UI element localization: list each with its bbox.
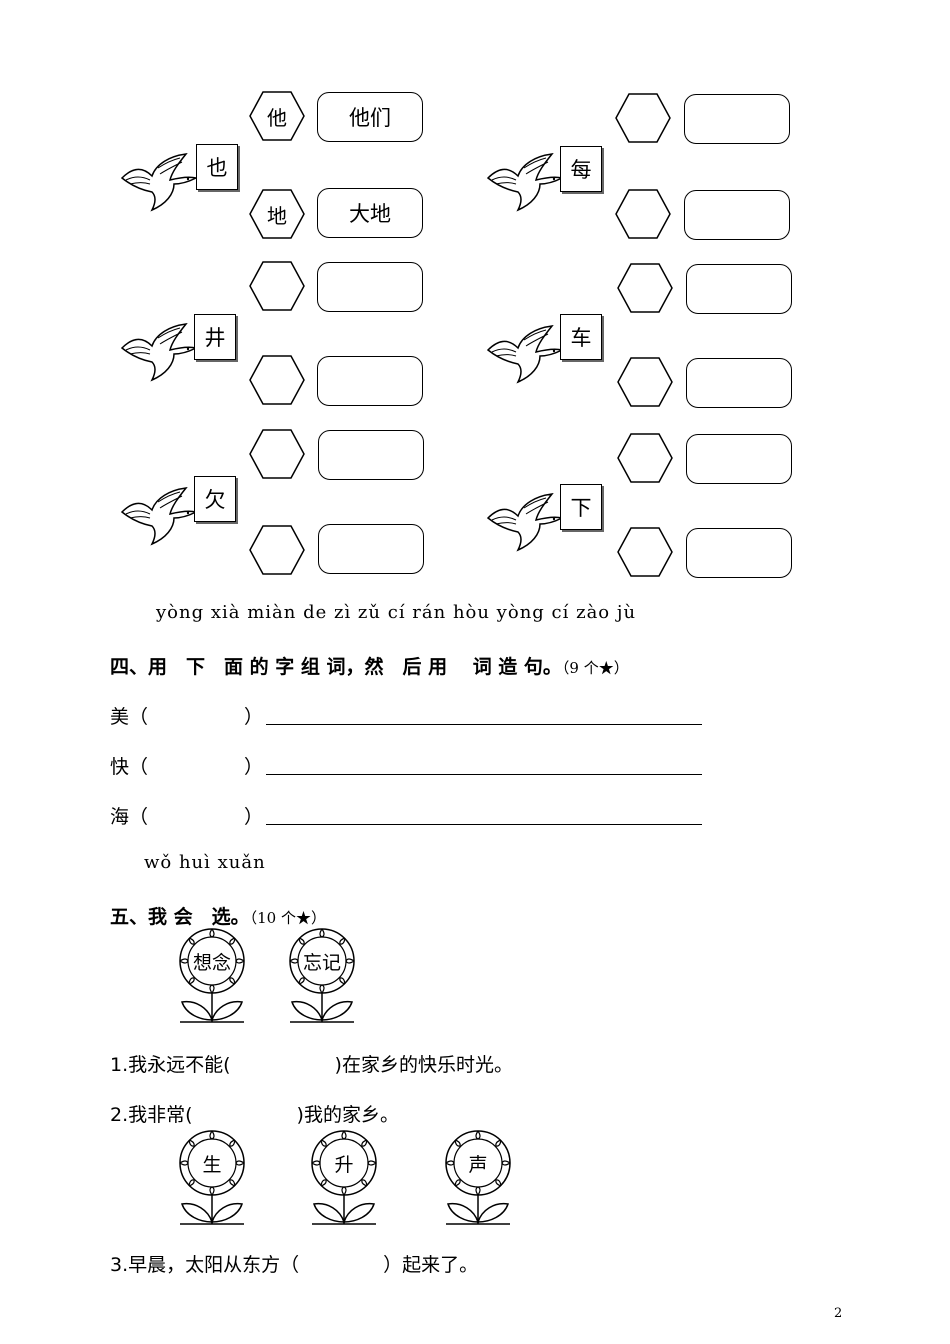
dove-icon (487, 153, 563, 211)
word-box-bottom[interactable] (686, 358, 792, 408)
section4-title: 四、用 下 面 的 字 组 词，然 后 用 词 造 句。（9 个★） (110, 652, 629, 679)
hex-char-label (248, 524, 306, 576)
paren-close: ） (244, 706, 264, 728)
word-label: 海（ (110, 806, 149, 828)
answer-line[interactable] (266, 724, 702, 725)
hex-char-top[interactable] (248, 428, 306, 480)
word-box-top[interactable] (686, 434, 792, 484)
flower-word: 声 (468, 1153, 488, 1176)
root-char-box: 欠 (194, 476, 236, 522)
hex-char-label: 地 (267, 203, 287, 228)
question-3: 3.早晨，太阳从东方（ ）起来了。 (110, 1250, 478, 1277)
question-1-after: )在家乡的快乐时光。 (334, 1054, 513, 1076)
hex-char-label (248, 428, 306, 480)
hex-char-bottom[interactable] (248, 354, 306, 406)
question-1-before: 1.我永远不能( (110, 1054, 231, 1076)
section4-note: （9 个★） (561, 659, 629, 677)
flower-word: 升 (334, 1153, 354, 1176)
hex-char-label (616, 356, 674, 408)
answer-line[interactable] (266, 774, 702, 775)
word-box-top[interactable] (317, 262, 423, 312)
paren-close: ） (244, 756, 264, 778)
hex-char-label (248, 260, 306, 312)
word-box-bottom[interactable] (684, 190, 790, 240)
hex-char-label (248, 354, 306, 406)
hex-char-label: 他 (267, 105, 287, 130)
hex-char-top[interactable] (248, 260, 306, 312)
section5-note: （10 个★） (249, 909, 326, 927)
hex-char-label (616, 432, 674, 484)
root-char-box: 也 (196, 144, 238, 190)
question-1: 1.我永远不能( )在家乡的快乐时光。 (110, 1050, 513, 1077)
question-3-before: 3.早晨，太阳从东方（ (110, 1254, 300, 1276)
word-box-top[interactable] (318, 430, 424, 480)
hex-char-label (616, 262, 674, 314)
word-box-bottom[interactable] (686, 528, 792, 578)
word-box-bottom[interactable]: 大地 (317, 188, 423, 238)
root-char-box: 下 (560, 484, 602, 530)
section4-title-text: 四、用 下 面 的 字 组 词，然 后 用 词 造 句。 (110, 656, 562, 678)
page-number: 2 (834, 1306, 843, 1321)
root-char-box: 每 (560, 146, 602, 192)
flower-word: 忘记 (302, 951, 341, 974)
word-label: 美（ (110, 706, 149, 728)
paren-close: ） (244, 806, 264, 828)
hex-char-top[interactable] (616, 432, 674, 484)
question-2-after: )我的家乡。 (296, 1104, 399, 1126)
question-2-before: 2.我非常( (110, 1104, 193, 1126)
word-box-top[interactable]: 他们 (317, 92, 423, 142)
section5-title: 五、我 会 选。（10 个★） (110, 902, 326, 929)
question-2: 2.我非常( )我的家乡。 (110, 1100, 399, 1127)
hex-char-label (614, 92, 672, 144)
flower-option[interactable]: 忘记 (286, 926, 358, 1024)
section5-title-text: 五、我 会 选。 (110, 906, 250, 928)
hex-char-bottom[interactable] (614, 188, 672, 240)
section4-pinyin: yòng xià miàn de zì zǔ cí rán hòu yòng c… (156, 602, 637, 623)
question-3-after: ）起来了。 (383, 1254, 479, 1276)
flower-word: 生 (202, 1153, 222, 1176)
dove-icon (487, 325, 563, 383)
dove-icon (121, 323, 197, 381)
dove-icon (487, 493, 563, 551)
dove-icon (121, 487, 197, 545)
hex-char-top[interactable] (614, 92, 672, 144)
root-char-box: 井 (194, 314, 236, 360)
hex-char-label (616, 526, 674, 578)
hex-char-top[interactable]: 他 (248, 90, 306, 142)
word-box-bottom[interactable] (318, 524, 424, 574)
hex-char-label (614, 188, 672, 240)
flower-option[interactable]: 想念 (176, 926, 248, 1024)
word-box-top[interactable] (686, 264, 792, 314)
root-char-box: 车 (560, 314, 602, 360)
hex-char-bottom[interactable] (616, 356, 674, 408)
hex-char-bottom[interactable] (616, 526, 674, 578)
hex-char-top[interactable] (616, 262, 674, 314)
word-box-bottom[interactable] (317, 356, 423, 406)
word-label: 快（ (110, 756, 149, 778)
flower-option[interactable]: 声 (442, 1128, 514, 1226)
answer-line[interactable] (266, 824, 702, 825)
hex-char-bottom[interactable]: 地 (248, 188, 306, 240)
flower-option[interactable]: 升 (308, 1128, 380, 1226)
hex-char-bottom[interactable] (248, 524, 306, 576)
flower-word: 想念 (192, 951, 231, 974)
flower-option[interactable]: 生 (176, 1128, 248, 1226)
word-box-top[interactable] (684, 94, 790, 144)
section5-pinyin: wǒ huì xuǎn (144, 852, 266, 873)
dove-icon (121, 153, 197, 211)
